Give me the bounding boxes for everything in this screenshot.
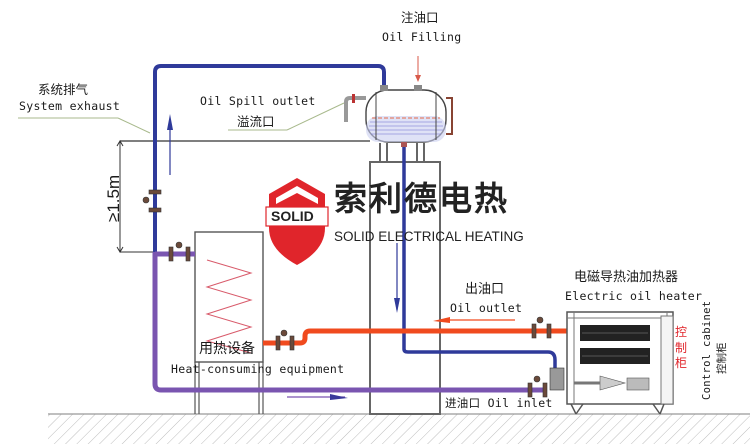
supply-pipe [263,328,570,346]
heater-label-cn: 电磁导热油加热器 [574,270,679,285]
valves [142,189,565,398]
heater-label-en: Electric oil heater [565,289,703,303]
cabinet-panel-label: 控制柜 [675,325,688,371]
flow-arrows [167,56,515,400]
control-cabinet-label-cn: 控制柜 [716,342,728,375]
oil-filling-label-cn: 注油口 [401,10,439,25]
height-requirement-label: ≥1.5m [104,174,123,222]
oil-spill-label-cn: 溢流口 [237,114,275,129]
outlet-valve-left [275,335,281,351]
electric-oil-heater [566,311,674,415]
oil-filling-label-en: Oil Filling [382,30,462,44]
heat-equipment-label-cn: 用热设备 [199,341,255,357]
expansion-pipe [153,64,557,372]
control-cabinet-label-en: Control cabinet [701,300,713,400]
brand-logo [265,178,329,265]
heat-consuming-equipment [194,231,264,414]
brand-name-en: SOLID ELECTRICAL HEATING [334,229,524,244]
ground [48,413,750,444]
heating-coil [205,259,253,354]
spill-outlet-pipe [344,96,366,122]
system-exhaust-label-en: System exhaust [19,99,121,113]
system-exhaust-label-cn: 系统排气 [38,82,89,97]
brand-badge-text: SOLID [271,208,314,224]
heat-equipment-label-en: Heat-consuming equipment [171,362,345,376]
exhaust-valve [148,189,162,195]
leader-lines [18,102,345,134]
oil-outlet-label-en: Oil outlet [450,301,523,315]
expansion-tank [344,85,453,147]
oil-inlet-label: 进油口 Oil inlet [445,396,553,410]
oil-spill-label-en: Oil Spill outlet [200,94,316,108]
oil-outlet-label-cn: 出油口 [465,282,505,297]
brand-name-cn: 索利德电热 [334,179,509,218]
